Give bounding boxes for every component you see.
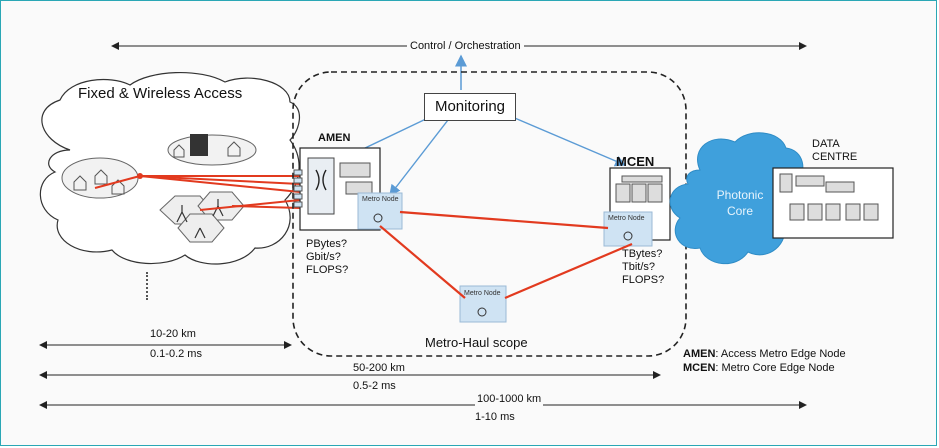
- legend-mcen-abbr: MCEN: [683, 362, 716, 374]
- amen-node-icon: [373, 213, 383, 223]
- control-orchestration-label: Control / Orchestration: [407, 40, 524, 53]
- distance-2-km: 50-200 km: [353, 362, 405, 374]
- amen-ports: [293, 169, 303, 208]
- legend-amen-text: : Access Metro Edge Node: [715, 348, 846, 360]
- data-centre-label-line2: CENTRE: [812, 151, 858, 163]
- monitoring-arrows: [338, 115, 627, 197]
- distance-2-ms: 0.5-2 ms: [353, 380, 396, 392]
- mcen-node-icon: [623, 231, 633, 241]
- distance-3-km: 100-1000 km: [475, 393, 544, 406]
- mcen-title: MCEN: [616, 154, 655, 169]
- distance-3-ms: 1-10 ms: [475, 411, 515, 423]
- amen-metro-node-label: Metro Node: [362, 196, 399, 203]
- metro-haul-scope-label: Metro-Haul scope: [425, 335, 528, 350]
- amen-server-2: [345, 181, 373, 195]
- mcen-metric-3: FLOPS?: [622, 274, 665, 286]
- photonic-core-label-line1: Photonic: [716, 188, 764, 202]
- metro-links: [379, 210, 633, 300]
- mcen-metric-1: TBytes?: [622, 248, 663, 260]
- access-title: Fixed & Wireless Access: [78, 85, 243, 102]
- center-metro-node-label: Metro Node: [464, 290, 501, 297]
- amen-switch: [307, 157, 335, 215]
- legend-mcen-text: : Metro Core Edge Node: [715, 362, 835, 374]
- photonic-core-cloud: [669, 132, 804, 265]
- distance-1-km: 10-20 km: [150, 328, 196, 340]
- center-node-icon: [477, 307, 487, 317]
- amen-server-1: [339, 162, 371, 178]
- amen-metro-node-box: [357, 192, 403, 230]
- photonic-core-label-line2: Core: [726, 204, 753, 218]
- amen-metric-3: FLOPS?: [306, 264, 349, 276]
- building-group: [167, 134, 257, 166]
- house-icons: [73, 141, 241, 195]
- access-aggregation-point: [137, 173, 143, 179]
- monitoring-box: Monitoring: [424, 93, 516, 121]
- data-centre-servers: [779, 173, 879, 221]
- building-icon: [190, 134, 208, 156]
- legend-mcen: MCEN: Metro Core Edge Node: [683, 362, 835, 374]
- data-centre-label-line1: DATA: [812, 138, 840, 150]
- mcen-racks: [615, 175, 663, 203]
- legend-amen-abbr: AMEN: [683, 348, 716, 360]
- amen-metric-1: PBytes?: [306, 238, 347, 250]
- wireless-cells: [159, 191, 245, 243]
- mcen-metric-2: Tbit/s?: [622, 261, 656, 273]
- mcen-metro-node-label: Metro Node: [608, 215, 645, 222]
- distance-1-ms: 0.1-0.2 ms: [150, 348, 202, 360]
- amen-crossconnect-icon: [315, 169, 327, 191]
- access-links: [94, 175, 301, 211]
- more-access-ellipsis: [146, 272, 150, 300]
- legend-amen: AMEN: Access Metro Edge Node: [683, 348, 846, 360]
- amen-title: AMEN: [318, 132, 351, 144]
- fixed-access-group: [61, 157, 139, 199]
- data-centre-box: [772, 167, 894, 239]
- amen-metric-2: Gbit/s?: [306, 251, 341, 263]
